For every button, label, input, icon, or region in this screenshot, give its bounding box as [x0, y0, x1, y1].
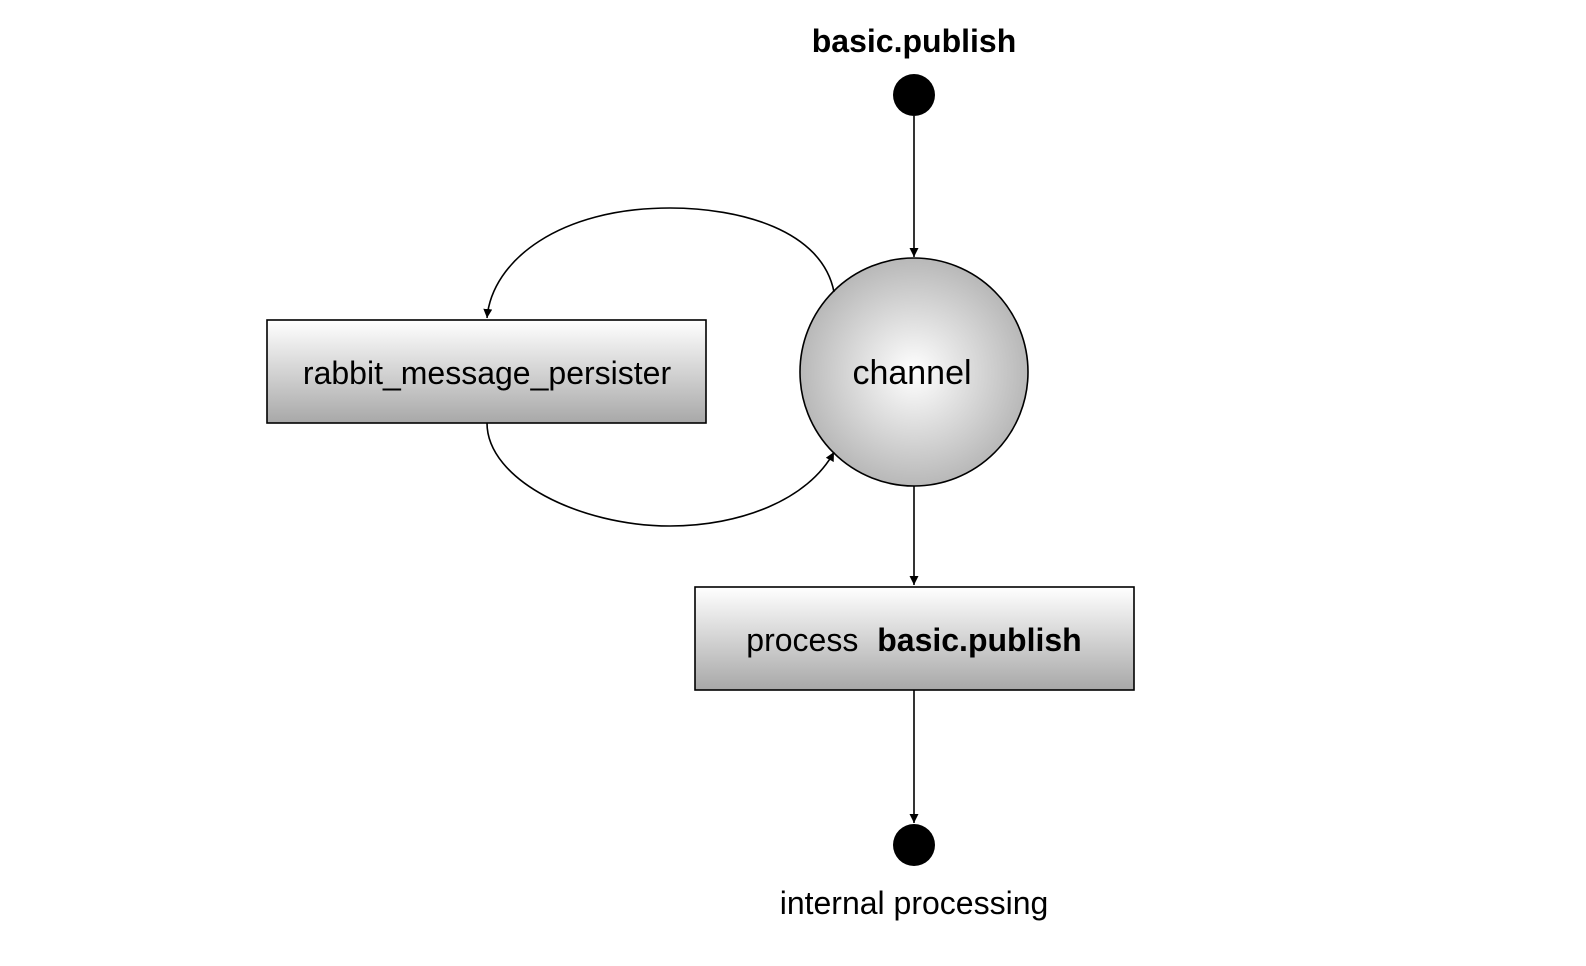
- persister-box: [266, 319, 707, 424]
- persister-label: rabbit_message_persister: [303, 355, 672, 391]
- end-node: [893, 824, 935, 866]
- arrow-channel-to-persister: [483, 207, 835, 319]
- end-label: internal processing: [780, 885, 1049, 921]
- process-label: process basic.publish: [746, 622, 1081, 658]
- channel-label: channel: [852, 354, 971, 392]
- process-label-bold: basic.publish: [877, 622, 1081, 658]
- arrow-persister-to-channel: [486, 422, 835, 527]
- start-label: basic.publish: [812, 23, 1016, 59]
- start-node: [893, 74, 935, 116]
- process-label-prefix: process: [746, 622, 858, 658]
